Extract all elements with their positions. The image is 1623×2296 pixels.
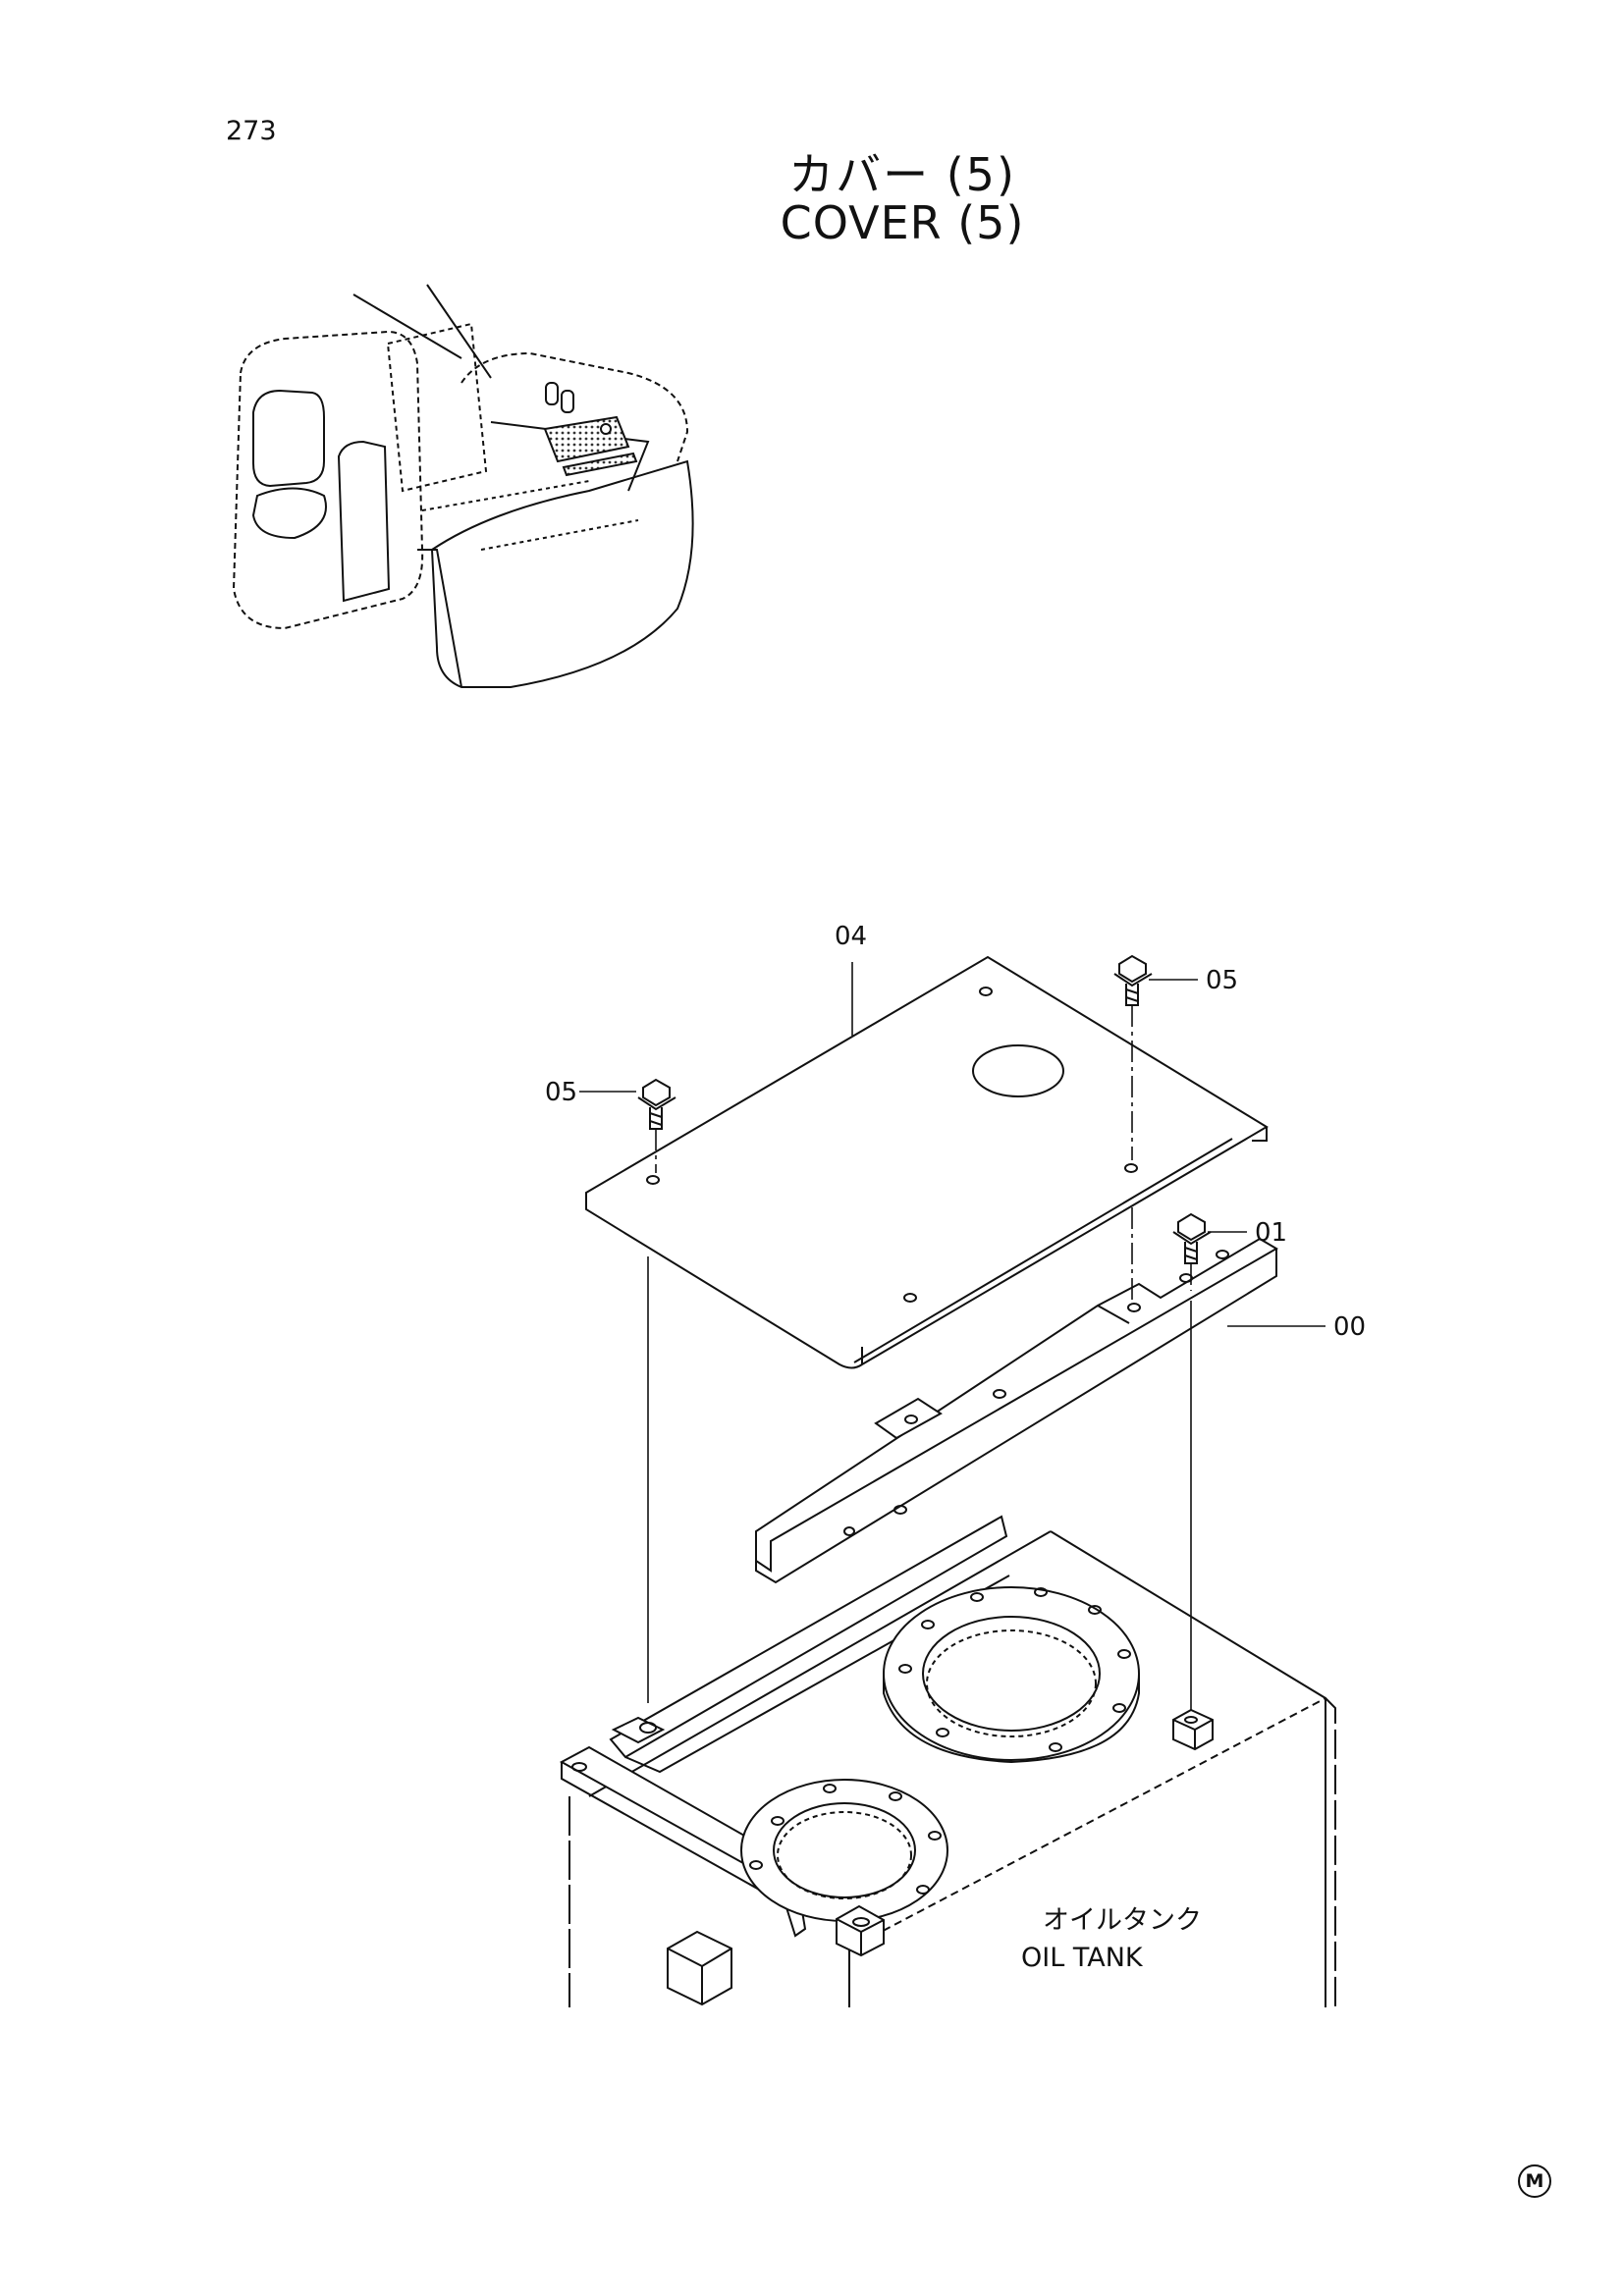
bolt-right bbox=[1113, 954, 1153, 1006]
page-number: 273 bbox=[226, 116, 277, 146]
corner-mark: M bbox=[1518, 2164, 1551, 2198]
exploded-view bbox=[559, 954, 1336, 2007]
oil-tank-label-jp: オイルタンク bbox=[1043, 1905, 1202, 1936]
callout-bracket: 00 bbox=[1333, 1312, 1366, 1342]
title-english: COVER (5) bbox=[780, 196, 1025, 249]
alignment-lines bbox=[655, 1005, 1192, 1301]
bolt-left bbox=[637, 1078, 676, 1130]
cover-plate bbox=[585, 955, 1269, 1369]
bracket bbox=[755, 1237, 1278, 1584]
oil-tank bbox=[559, 1515, 1336, 2007]
callout-bolt-right: 05 bbox=[1206, 966, 1238, 995]
callout-bolt-left: 05 bbox=[545, 1078, 577, 1107]
callout-cover: 04 bbox=[835, 922, 867, 951]
oil-tank-label-en: OIL TANK bbox=[1021, 1943, 1144, 1973]
excavator-overview bbox=[232, 284, 694, 688]
long-alignment-lines bbox=[647, 1256, 1192, 1713]
bolt-bracket bbox=[1172, 1212, 1212, 1264]
callout-bolt-bracket: 01 bbox=[1255, 1218, 1287, 1248]
title-japanese: カバー (5) bbox=[788, 148, 1016, 201]
leader-lines bbox=[579, 962, 1325, 1327]
